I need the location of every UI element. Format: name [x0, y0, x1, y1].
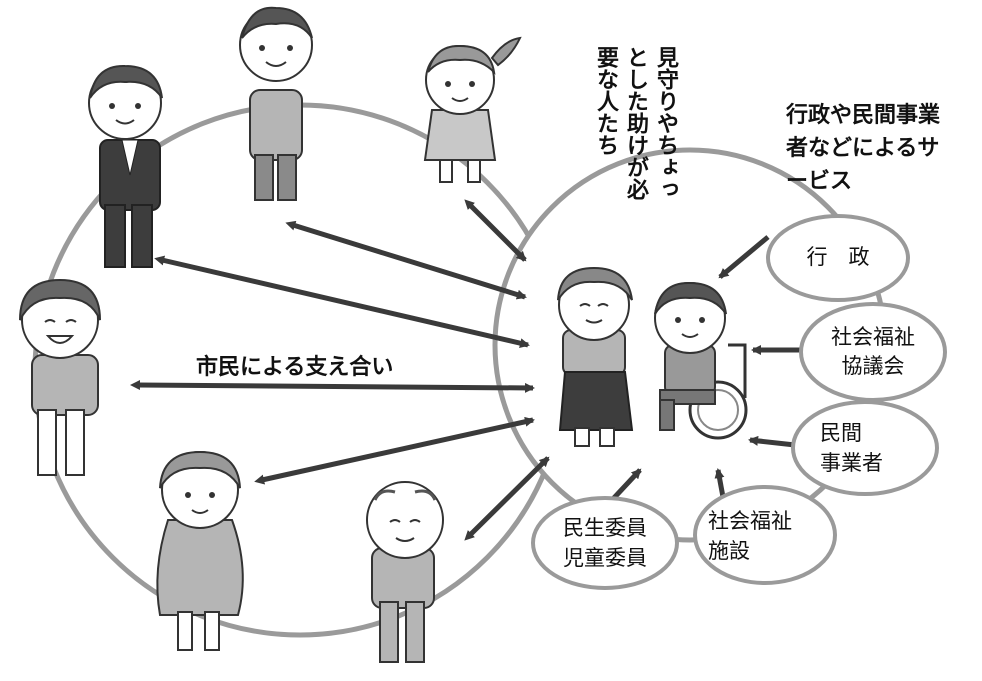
- arrow-businessman: [154, 255, 530, 349]
- vertical-text-col3: 要な人たち: [593, 46, 618, 156]
- oval-shisetsu: [693, 485, 837, 585]
- arrow-services-label: [718, 235, 770, 279]
- wheelchair-boy-figure: [654, 281, 748, 440]
- oval-shakyo-line1: 社会福祉: [831, 325, 915, 349]
- businessman-figure: [88, 64, 163, 268]
- oval-shisetsu-line2: 施設: [708, 539, 750, 563]
- center-label: 市民による支え合い: [196, 355, 394, 380]
- oval-shakyo: [799, 302, 947, 402]
- arrow-woman: [130, 380, 535, 393]
- oval-minkan: [791, 400, 939, 496]
- vertical-text-col1: 見守りやちょっ: [653, 46, 678, 200]
- services-label-line2: 者などによるサ: [786, 136, 940, 161]
- oval-minkan-line1: 民間: [820, 421, 862, 445]
- woman-figure: [19, 278, 101, 476]
- arrow-shisetsu: [714, 468, 726, 498]
- oval-minsei: [531, 496, 679, 590]
- oval-shisetsu-line1: 社会福祉: [708, 509, 792, 533]
- oval-minsei-line1: 民生委員: [563, 516, 647, 540]
- oval-gyousei: [766, 214, 910, 302]
- arrow-pregnant: [254, 416, 535, 485]
- arrow-young-man: [285, 220, 527, 300]
- girl-figure: [423, 36, 522, 183]
- arrow-elderly-man: [464, 456, 550, 541]
- arrow-minsei: [610, 468, 642, 502]
- pregnant-woman-figure: [156, 450, 244, 651]
- services-label-line3: ービス: [786, 169, 853, 194]
- vertical-label-col3: 要な人たち: [593, 46, 618, 156]
- vertical-label-col1: 見守りやちょっ: [653, 46, 678, 200]
- oval-minsei-line2: 児童委員: [563, 546, 647, 570]
- vertical-text-col2: とした助けが必: [623, 46, 648, 200]
- elderly-woman-figure: [557, 266, 634, 447]
- oval-gyousei-text: 行 政: [806, 245, 870, 269]
- arrow-minkan: [748, 435, 796, 448]
- services-label-line1: 行政や民間事業: [786, 103, 941, 128]
- oval-shakyo-line2: 協議会: [841, 354, 905, 378]
- oval-minkan-line2: 事業者: [820, 451, 883, 475]
- vertical-label-col2: とした助けが必: [623, 46, 648, 200]
- elderly-man-figure: [366, 481, 444, 663]
- young-man-figure: [239, 6, 313, 201]
